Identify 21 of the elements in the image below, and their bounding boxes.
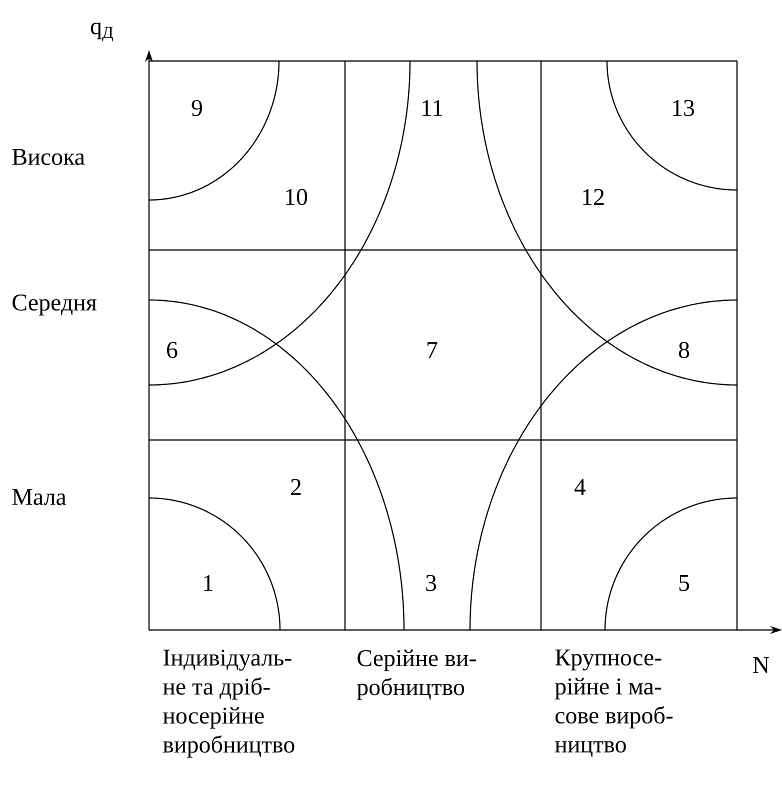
region-number: 4: [574, 479, 586, 495]
region-number: 12: [583, 189, 604, 205]
region-number: 1: [204, 575, 213, 591]
axis-label: N: [753, 657, 770, 673]
region-number: 9: [192, 100, 202, 116]
axis-label: q$_{Д}$: [90, 22, 114, 42]
region-number: 10: [286, 188, 308, 206]
region-number: 6: [167, 342, 178, 358]
region-number: 11: [422, 100, 442, 116]
column-label: Індивідуаль- не та дріб- носерійне виробництво: [163, 650, 294, 758]
region-number: 5: [679, 575, 690, 591]
region-number: 8: [678, 342, 690, 358]
row-label: Середня: [12, 294, 97, 316]
column-label: Крупносе- рійне і ма- сове вироб- ництво: [555, 650, 673, 757]
row-label: Висока: [12, 149, 85, 165]
region-number: 7: [428, 342, 438, 358]
row-label: Мала: [12, 489, 66, 505]
region-number: 3: [426, 574, 436, 592]
region-number: 2: [291, 479, 301, 495]
column-label: Серійне ви- робництво: [357, 650, 476, 700]
region-number: 13: [673, 100, 694, 116]
